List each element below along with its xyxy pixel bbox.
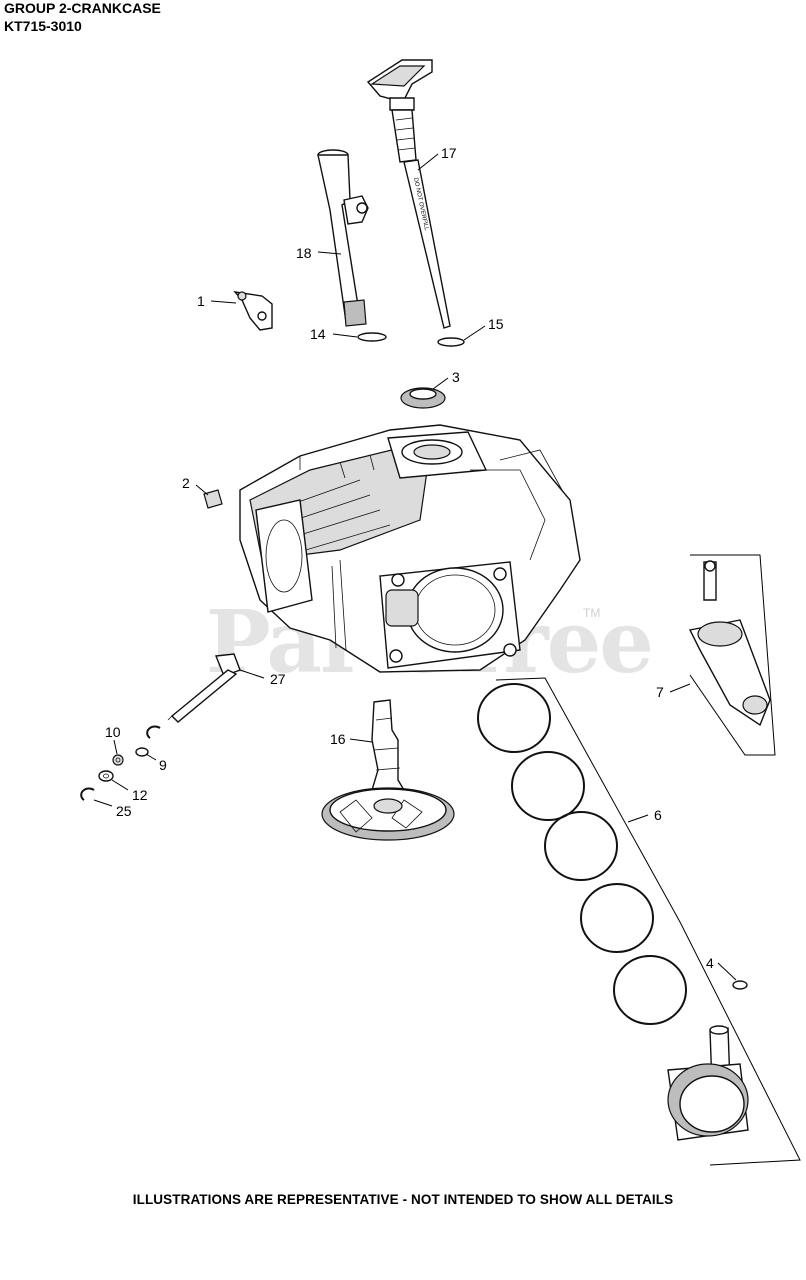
callout-2: 2 xyxy=(182,475,190,491)
disclaimer-footer: ILLUSTRATIONS ARE REPRESENTATIVE - NOT I… xyxy=(132,1192,674,1207)
part-15-o-ring[interactable] xyxy=(437,337,465,347)
part-2-plug[interactable] xyxy=(203,489,223,509)
callout-15: 15 xyxy=(488,316,504,332)
model-number: KT715-3010 xyxy=(4,18,82,34)
callout-6: 6 xyxy=(654,807,662,823)
part-4-piston-pin-clip[interactable] xyxy=(732,980,748,990)
part-27-clip[interactable] xyxy=(146,725,161,739)
callout-14: 14 xyxy=(310,326,326,342)
callout-12: 12 xyxy=(132,787,148,803)
callout-18: 18 xyxy=(296,245,312,261)
piston[interactable] xyxy=(667,1063,749,1141)
callout-1: 1 xyxy=(197,293,205,309)
part-9-o-ring[interactable] xyxy=(135,747,149,757)
leader-lines xyxy=(93,153,737,981)
watermark-tm: TM xyxy=(583,606,601,620)
part-25-retaining-ring[interactable] xyxy=(80,787,95,801)
part-27-governor-shaft[interactable] xyxy=(167,653,241,723)
part-18-dipstick-tube[interactable] xyxy=(317,149,369,327)
callout-7: 7 xyxy=(656,684,664,700)
callout-9: 9 xyxy=(159,757,167,773)
part-12-washer[interactable] xyxy=(98,770,114,782)
callout-17: 17 xyxy=(441,145,457,161)
part-14-o-ring[interactable] xyxy=(357,332,387,342)
part-6-piston-assembly[interactable] xyxy=(477,677,801,1166)
group-title: GROUP 2-CRANKCASE xyxy=(4,0,161,16)
part-3-oil-seal[interactable] xyxy=(400,387,446,409)
part-7-connecting-rod[interactable] xyxy=(688,554,776,756)
part-17-dipstick[interactable]: DO NOT OVERFILL xyxy=(366,59,451,329)
part-10-washer[interactable] xyxy=(112,754,124,766)
part-16-camshaft[interactable] xyxy=(321,699,455,841)
crankcase[interactable] xyxy=(239,424,581,673)
callout-27: 27 xyxy=(270,671,286,687)
callout-25: 25 xyxy=(116,803,132,819)
callout-16: 16 xyxy=(330,731,346,747)
callout-labels: 1 2 3 4 6 7 9 10 12 14 15 16 17 18 25 27 xyxy=(105,145,714,971)
callout-3: 3 xyxy=(452,369,460,385)
callout-10: 10 xyxy=(105,724,121,740)
part-1-bracket[interactable] xyxy=(233,291,273,331)
callout-4: 4 xyxy=(706,955,714,971)
